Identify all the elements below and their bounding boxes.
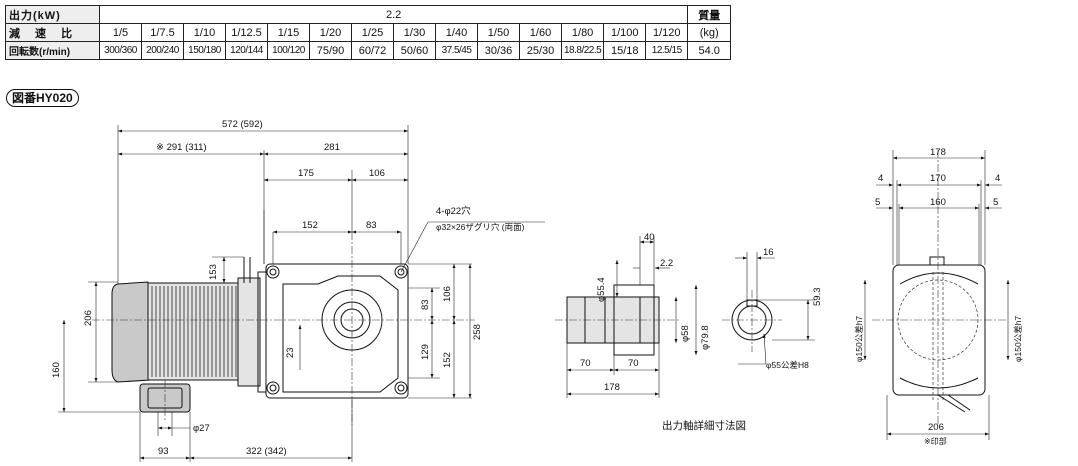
shaft-view: 40 2.2 φ55.4 φ58 φ79.8 70 70 178 16 59.3: [555, 232, 823, 432]
dim-5-left: 5: [875, 197, 880, 208]
speed-cell: 75/90: [309, 41, 352, 60]
motor-body: [147, 282, 241, 381]
dim-206: 206: [83, 310, 94, 326]
ratio-cell: 1/60: [519, 23, 562, 42]
dim-4-right: 4: [995, 173, 1000, 184]
gear-case: [265, 263, 409, 399]
side-top-boss: [929, 256, 945, 266]
note-counterbore: φ32×26ザグリ穴 (両面): [436, 222, 525, 232]
dim-106-v: 106: [442, 286, 453, 302]
side-view: 178 4 170 4 5 160 5 φ150公差h7 φ150公差h7 20…: [854, 147, 1023, 446]
dim-153: 153: [208, 264, 219, 280]
dim-152-h: 152: [302, 220, 318, 231]
dim-5-right: 5: [993, 197, 998, 208]
speed-cell: 25/30: [519, 41, 562, 60]
dim-83-v: 83: [420, 299, 431, 310]
dim-160: 160: [51, 362, 62, 378]
dim-83-h: 83: [366, 220, 377, 231]
dim-178-shaft: 178: [604, 382, 620, 393]
side-note: ※印部: [924, 436, 947, 446]
ratio-cell: 1/80: [560, 23, 605, 42]
speed-cell: 60/72: [351, 41, 394, 60]
dim-55-4: φ55.4: [596, 277, 607, 302]
mounting-holes: [266, 265, 408, 395]
dim-258: 258: [472, 324, 483, 340]
dim-160-side: 160: [930, 197, 946, 208]
dim-106-top: 106: [369, 168, 385, 179]
dim-motor-length: ※ 291 (311): [156, 142, 207, 153]
mass-value: 54.0: [687, 41, 732, 60]
dim-206-side: 206: [928, 422, 944, 433]
speed-cell: 200/240: [141, 41, 184, 60]
dim-27: φ27: [193, 423, 210, 434]
dim-170: 170: [930, 173, 946, 184]
dim-79-8: φ79.8: [700, 325, 711, 350]
motor-fins: [151, 286, 237, 377]
dim-93: 93: [158, 446, 169, 457]
gear-case-inner: [282, 275, 399, 393]
ratio-cell: 1/100: [603, 23, 647, 42]
dim-150-right: φ150公差h7: [1013, 316, 1023, 362]
dim-2-2: 2.2: [660, 258, 673, 269]
dim-152-v: 152: [442, 352, 453, 368]
dim-178-side: 178: [930, 147, 946, 158]
speed-cell: 15/18: [603, 41, 647, 60]
dim-70-right: 70: [628, 358, 639, 369]
front-view: 572 (592) ※ 291 (311) 281 175 106 152 83…: [51, 119, 545, 462]
motor-end-cap: [111, 281, 151, 383]
speed-cell: 18.8/22.5: [560, 41, 605, 60]
dim-gear-length: 281: [324, 142, 340, 153]
motor-flange: [237, 277, 261, 387]
ratio-cell: 1/12.5: [225, 23, 268, 42]
side-body: [892, 264, 986, 396]
dim-overall-length: 572 (592): [222, 119, 263, 130]
speed-label: 回転数(r/min): [5, 41, 100, 60]
output-label: 出力(kW): [5, 5, 100, 24]
dim-322: 322 (342): [246, 446, 287, 457]
dim-40: 40: [644, 232, 655, 243]
dim-16: 16: [763, 247, 774, 258]
dim-4-left: 4: [878, 173, 883, 184]
dim-55h8: φ55公差H8: [766, 360, 809, 370]
table-row: 出力(kW) 2.2 質量: [5, 5, 732, 24]
dim-58: φ58: [680, 325, 691, 342]
dim-23: 23: [285, 347, 296, 358]
figure-tag: 図番HY020: [6, 89, 79, 107]
note-holes: 4-φ22穴: [436, 205, 471, 217]
dim-150-left: φ150公差h7: [854, 316, 864, 362]
dim-59-3: 59.3: [812, 288, 823, 307]
dim-70-left: 70: [580, 358, 591, 369]
dim-129: 129: [420, 344, 431, 360]
dim-175: 175: [298, 168, 314, 179]
ratio-cell: 1/7.5: [141, 23, 184, 42]
shaft-caption: 出力軸詳細寸法図: [662, 419, 746, 432]
